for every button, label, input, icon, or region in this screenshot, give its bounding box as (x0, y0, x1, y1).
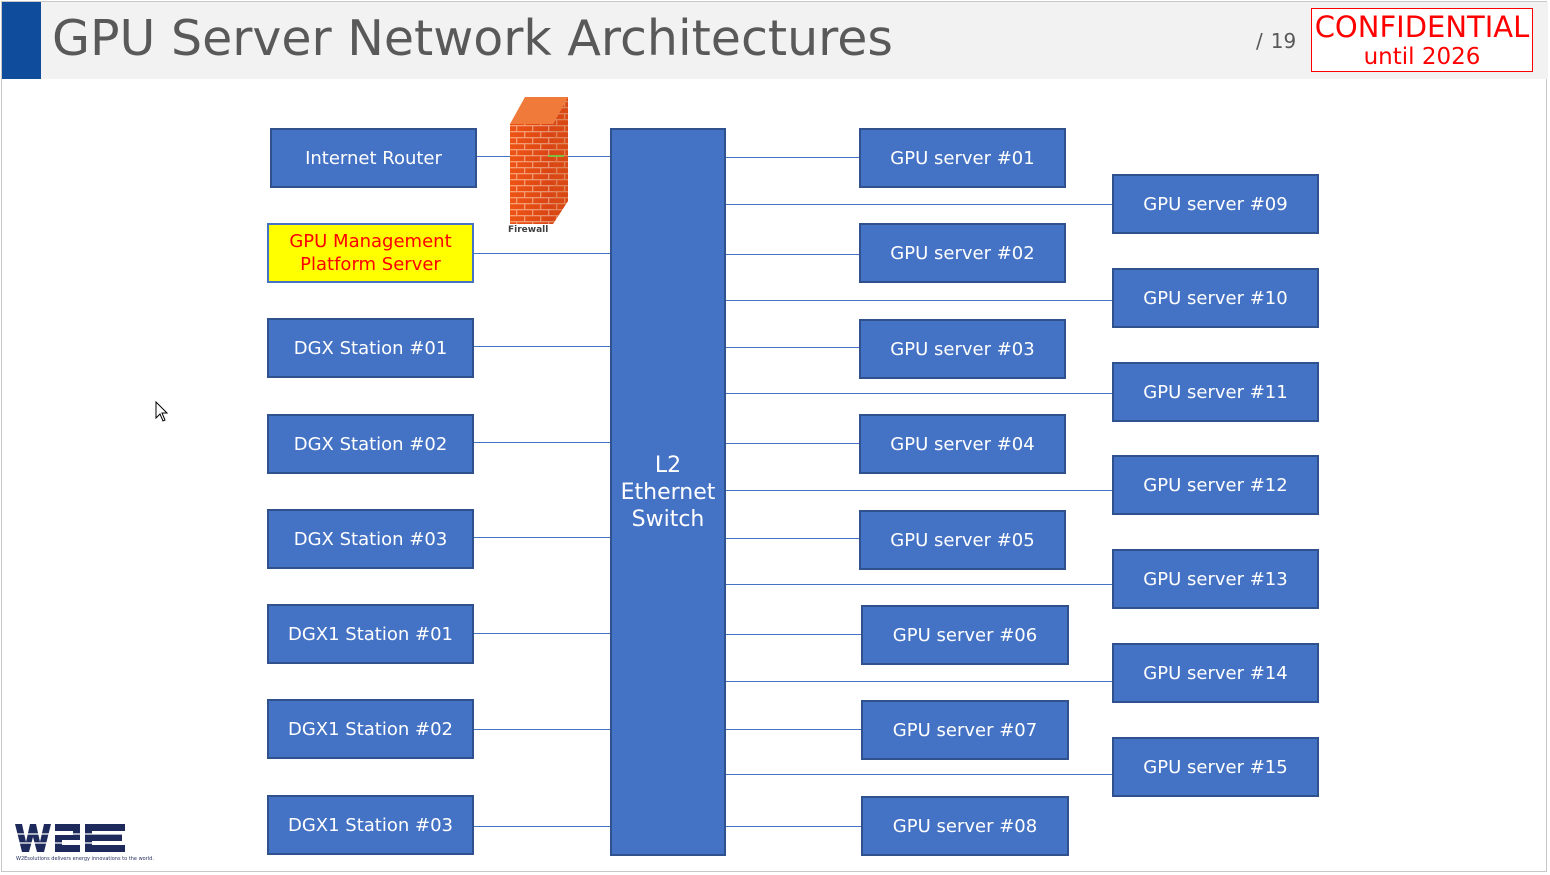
logo-tagline: W2Esolutions delivers energy innovations… (16, 856, 154, 862)
gpu-server-14-node[interactable]: GPU server #14 (1112, 643, 1319, 703)
gpu-server-13-node[interactable]: GPU server #13 (1112, 549, 1319, 609)
link-firewall-switch (568, 156, 610, 157)
mgmt-server-label-line1: GPU Management (289, 231, 452, 252)
link-dgx1-station-01 (473, 633, 610, 634)
gpu-server-15-node[interactable]: GPU server #15 (1112, 737, 1319, 797)
dgx-station-02-node[interactable]: DGX Station #02 (267, 414, 474, 474)
dgx-station-03-node[interactable]: DGX Station #03 (267, 509, 474, 569)
link-gpu-04 (726, 443, 859, 444)
gpu-server-01-node[interactable]: GPU server #01 (859, 128, 1066, 188)
confidential-until: until 2026 (1363, 44, 1481, 70)
link-gpu-13 (726, 584, 1112, 585)
link-gpu-11 (726, 393, 1112, 394)
link-gpu-14 (726, 681, 1112, 682)
link-dgx-station-02 (473, 442, 610, 443)
link-gpu-07 (726, 729, 861, 730)
link-gpu-15 (726, 774, 1112, 775)
internet-router-node[interactable]: Internet Router (270, 128, 477, 188)
gpu-server-07-node[interactable]: GPU server #07 (861, 700, 1069, 760)
link-gpu-01 (726, 157, 859, 158)
link-internet-router (476, 156, 510, 157)
link-gpu-09 (726, 204, 1112, 205)
w2e-logo (15, 824, 127, 852)
slide-title: GPU Server Network Architectures (52, 10, 893, 67)
firewall-icon (510, 97, 568, 224)
gpu-server-12-node[interactable]: GPU server #12 (1112, 455, 1319, 515)
link-gpu-08 (726, 826, 861, 827)
link-dgx1-station-02 (473, 729, 610, 730)
title-bar (2, 2, 1548, 79)
link-gpu-06 (726, 634, 861, 635)
gpu-server-08-node[interactable]: GPU server #08 (861, 796, 1069, 856)
mouse-pointer-icon (155, 401, 169, 422)
page-slash: / (1256, 29, 1263, 53)
link-mgmt-server (473, 253, 610, 254)
link-gpu-05 (726, 538, 859, 539)
firewall-label: Firewall (508, 225, 549, 235)
page-number-value: 19 (1270, 29, 1297, 53)
link-dgx1-station-03 (473, 826, 610, 827)
link-gpu-12 (726, 490, 1112, 491)
switch-label-line1: L2 (654, 452, 682, 478)
switch-label: L2 Ethernet Switch (621, 452, 716, 533)
gpu-server-03-node[interactable]: GPU server #03 (859, 319, 1066, 379)
link-gpu-03 (726, 347, 859, 348)
gpu-server-11-node[interactable]: GPU server #11 (1112, 362, 1319, 422)
mgmt-server-label-line2: Platform Server (300, 254, 441, 275)
dgx1-station-03-node[interactable]: DGX1 Station #03 (267, 795, 474, 855)
gpu-server-02-node[interactable]: GPU server #02 (859, 223, 1066, 283)
gpu-server-04-node[interactable]: GPU server #04 (859, 414, 1066, 474)
dgx1-station-02-node[interactable]: DGX1 Station #02 (267, 699, 474, 759)
gpu-server-09-node[interactable]: GPU server #09 (1112, 174, 1319, 234)
page-number: / 19 (1256, 29, 1296, 53)
switch-label-line3: Switch (631, 506, 705, 532)
confidential-badge: CONFIDENTIAL until 2026 (1311, 8, 1533, 72)
title-accent-bar (2, 2, 41, 79)
gpu-server-05-node[interactable]: GPU server #05 (859, 510, 1066, 570)
gpu-server-06-node[interactable]: GPU server #06 (861, 605, 1069, 665)
dgx1-station-01-node[interactable]: DGX1 Station #01 (267, 604, 474, 664)
gpu-server-10-node[interactable]: GPU server #10 (1112, 268, 1319, 328)
confidential-label: CONFIDENTIAL (1314, 10, 1530, 44)
link-dgx-station-03 (473, 537, 610, 538)
dgx-station-01-node[interactable]: DGX Station #01 (267, 318, 474, 378)
link-dgx-station-01 (473, 346, 610, 347)
link-gpu-02 (726, 254, 859, 255)
l2-ethernet-switch-node[interactable]: L2 Ethernet Switch (610, 128, 726, 856)
link-gpu-10 (726, 300, 1112, 301)
switch-label-line2: Ethernet (620, 479, 716, 505)
gpu-management-server-node[interactable]: GPU Management Platform Server (267, 223, 474, 283)
